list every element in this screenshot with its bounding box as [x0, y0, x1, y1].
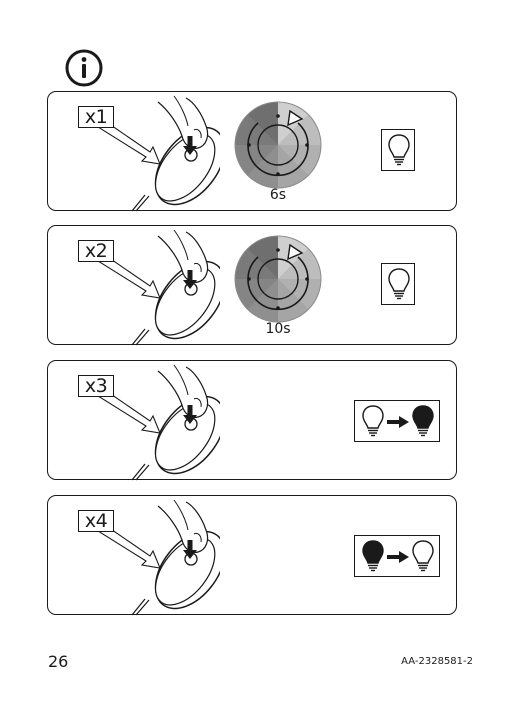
- page-number: 26: [48, 652, 69, 671]
- timer-duration-label: 6s: [269, 187, 287, 203]
- press-count-label: x2: [78, 240, 114, 262]
- timer-duration-label: 10s: [265, 321, 291, 337]
- bulb-outline-icon: [381, 129, 415, 171]
- bulb-filled-to-outline-icon: [354, 535, 440, 577]
- bulb-outline-to-filled-icon: [354, 400, 440, 442]
- document-code: AA-2328581-2: [401, 656, 473, 667]
- press-count-label: x1: [78, 106, 114, 128]
- press-count-label: x4: [78, 510, 114, 532]
- bulb-outline-icon: [381, 263, 415, 305]
- press-count-label: x3: [78, 375, 114, 397]
- step-panel-3: x3: [47, 360, 457, 480]
- arrow-right-icon: [387, 551, 409, 563]
- timer-dial-icon: [234, 101, 322, 189]
- timer-dial-icon: [234, 235, 322, 323]
- info-icon: [65, 49, 103, 87]
- step-panel-4: x4: [47, 495, 457, 615]
- arrow-right-icon: [387, 416, 409, 428]
- step-panel-2: x2 10s: [47, 225, 457, 345]
- step-panel-1: x1 6s: [47, 91, 457, 211]
